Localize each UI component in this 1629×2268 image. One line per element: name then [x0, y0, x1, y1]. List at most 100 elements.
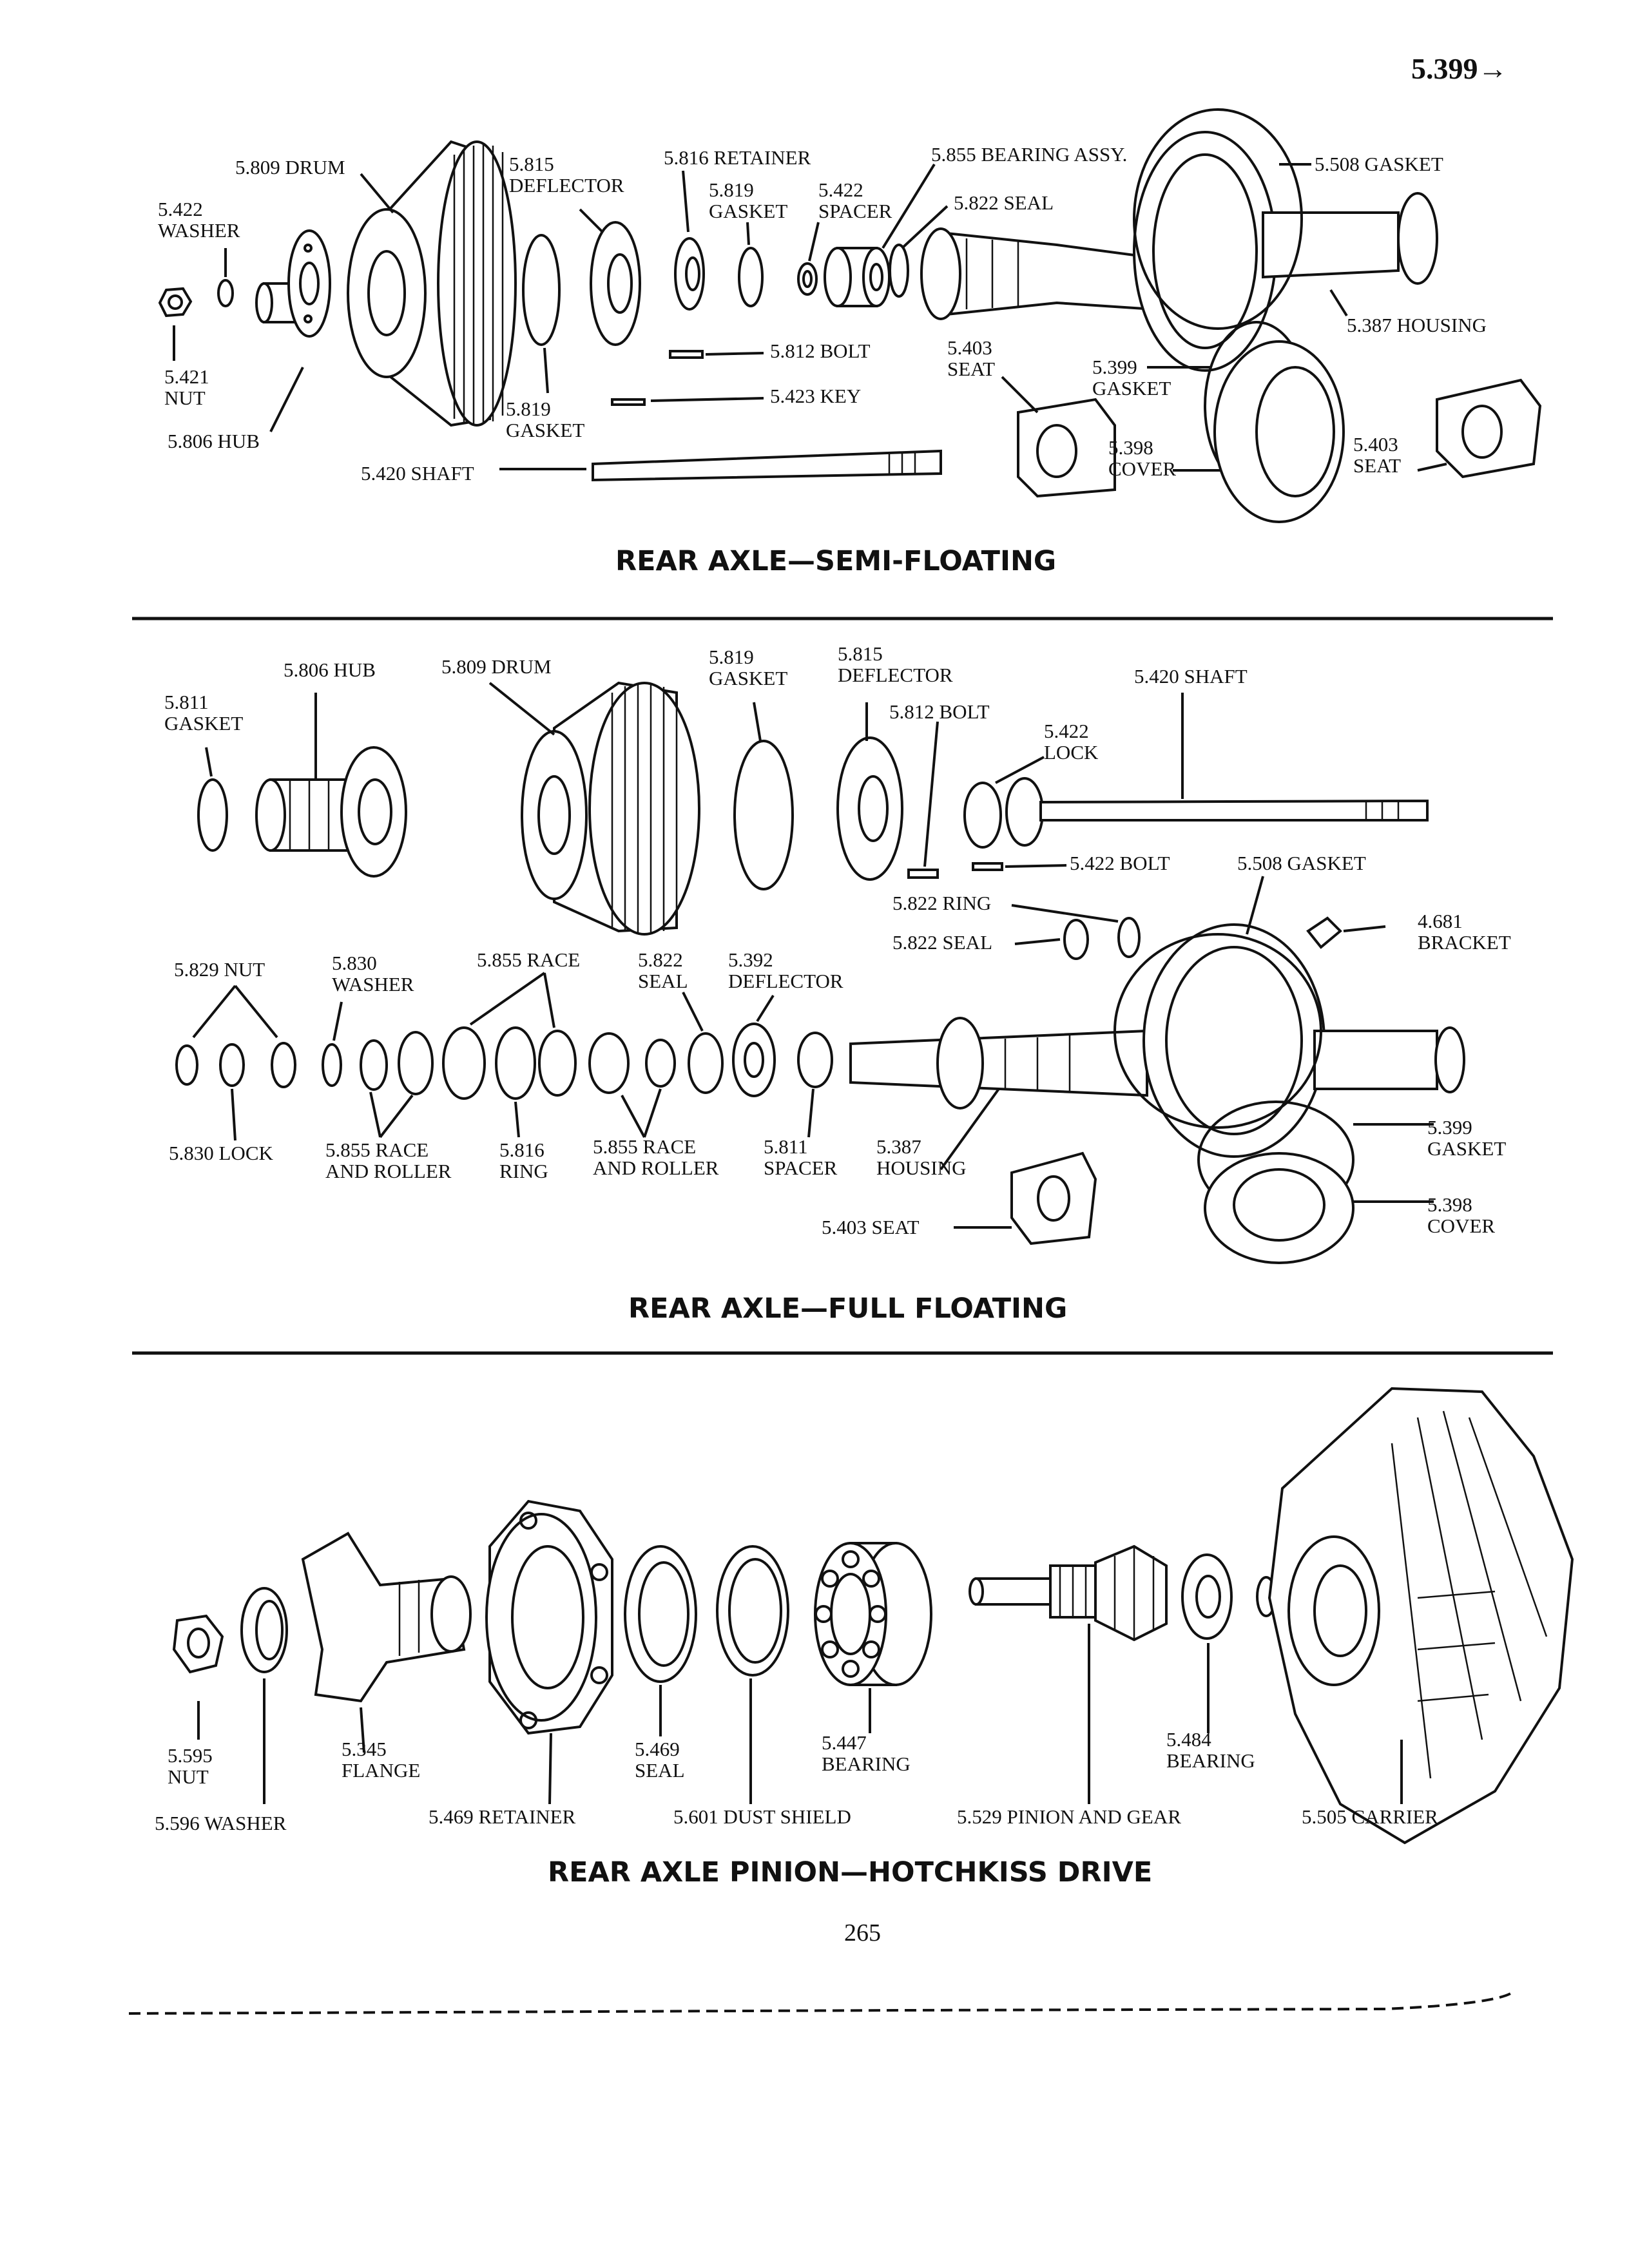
callout-line: 5.403	[1353, 433, 1398, 456]
callout-line: GASKET	[164, 712, 243, 735]
callout-line: 5.469 RETAINER	[429, 1805, 576, 1828]
callout-line: 4.681	[1418, 910, 1463, 932]
shaft-drawing	[592, 449, 942, 482]
callout-line: 5.595	[168, 1744, 213, 1767]
gasket-508-full-drawing	[1113, 933, 1322, 1129]
callout-line: GASKET	[1427, 1137, 1506, 1160]
callout-line: 5.819	[709, 646, 754, 668]
drum-full-drawing	[521, 681, 700, 936]
spacer-drawing	[797, 262, 818, 296]
bracket-drawing	[1306, 916, 1342, 949]
callout-line: 5.422 BOLT	[1070, 852, 1170, 874]
label-s3-retainer: 5.469 RETAINER	[429, 1805, 576, 1828]
bolt-422-drawing	[972, 862, 1003, 871]
pinion-nut-drawing	[172, 1614, 224, 1674]
gasket-small-drawing	[738, 247, 764, 307]
callout-line: 5.508 GASKET	[1315, 153, 1443, 175]
callout-line: BRACKET	[1418, 931, 1511, 954]
label-s3-dust: 5.601 DUST SHIELD	[673, 1805, 851, 1828]
callout-line: SEAT	[1353, 454, 1401, 477]
label-s1-gasket-508: 5.508 GASKET	[1315, 153, 1443, 175]
callout-line: 5.420 SHAFT	[1134, 665, 1248, 687]
callout-line: 5.822	[638, 948, 683, 971]
callout-line: 5.822 RING	[892, 892, 991, 914]
label-s1-key: 5.423 KEY	[770, 385, 861, 407]
label-s2-hub: 5.806 HUB	[284, 658, 376, 681]
bearing-stack-drawing	[175, 1023, 833, 1100]
label-s2-seal-822: 5.822 SEAL	[892, 931, 992, 954]
callout-line: 5.421	[164, 365, 209, 388]
callout-line: HOUSING	[876, 1157, 967, 1179]
page-reference: 5.399→	[1411, 52, 1508, 85]
label-s1-hub: 5.806 HUB	[168, 430, 260, 452]
axle-housing-full-drawing	[849, 923, 1465, 1158]
label-s2-ring-822: 5.822 RING	[892, 892, 991, 914]
callout-line: 5.855 RACE	[477, 948, 580, 971]
callout-line: LOCK	[1044, 741, 1099, 764]
label-s2-bolt-812: 5.812 BOLT	[889, 700, 990, 723]
cover-full-drawing	[1204, 1152, 1354, 1264]
callout-line: 5.601 DUST SHIELD	[673, 1805, 851, 1828]
cover-drawing	[1213, 340, 1345, 523]
callout-line: AND ROLLER	[325, 1160, 452, 1182]
callout-line: 5.403 SEAT	[822, 1216, 920, 1238]
callout-line: 5.822 SEAL	[954, 191, 1054, 214]
page-number: 265	[844, 1919, 881, 1946]
callout-line: 5.398	[1108, 436, 1153, 459]
callout-line: BEARING	[1166, 1749, 1255, 1772]
semi-floating-leaders	[173, 163, 1447, 472]
callout-line: DEFLECTOR	[509, 174, 624, 197]
callout-line: 5.806 HUB	[284, 658, 376, 681]
callout-line: 5.816	[499, 1139, 545, 1161]
callout-line: 5.855 RACE	[325, 1139, 429, 1161]
label-s3-pinion: 5.529 PINION AND GEAR	[957, 1805, 1181, 1828]
label-s2-race: 5.855 RACE	[477, 948, 580, 971]
label-s2-drum: 5.809 DRUM	[441, 655, 552, 678]
callout-line: 5.829 NUT	[174, 958, 265, 981]
callout-line: GASKET	[506, 419, 584, 441]
callout-line: 5.447	[822, 1731, 867, 1754]
callout-line: 5.387	[876, 1135, 921, 1158]
retainer-drawing	[674, 237, 705, 311]
callout-line: 5.815	[509, 153, 554, 175]
pinion-gear-drawing	[969, 1544, 1168, 1642]
flange-drawing	[301, 1532, 472, 1703]
bottom-rule	[128, 1990, 1516, 2015]
shaft-flange-drawing	[1005, 777, 1044, 847]
callout-line: 5.422	[818, 178, 863, 201]
callout-line: 5.529 PINION AND GEAR	[957, 1805, 1181, 1828]
callout-line: FLANGE	[342, 1759, 420, 1782]
label-s1-seal: 5.822 SEAL	[954, 191, 1054, 214]
bearing-447-drawing	[814, 1542, 932, 1686]
callout-line: 5.812 BOLT	[770, 340, 871, 362]
hotchkiss-leaders	[197, 1624, 1403, 1805]
label-s1-bolt: 5.812 BOLT	[770, 340, 871, 362]
callout-line: BEARING	[822, 1753, 911, 1775]
axle-housing-drawing	[920, 131, 1438, 372]
callout-line: SEAL	[638, 970, 688, 992]
pinion-retainer-drawing	[485, 1499, 613, 1735]
bolt-812-drawing	[907, 869, 939, 879]
callout-line: NUT	[164, 387, 206, 409]
pinion-washer-drawing	[240, 1587, 288, 1673]
callout-line: SPACER	[764, 1157, 838, 1179]
lock-drawing	[963, 782, 1002, 849]
callout-line: 5.399	[1427, 1116, 1472, 1139]
hub-full-drawing	[255, 746, 407, 878]
callout-line: GASKET	[709, 200, 787, 222]
